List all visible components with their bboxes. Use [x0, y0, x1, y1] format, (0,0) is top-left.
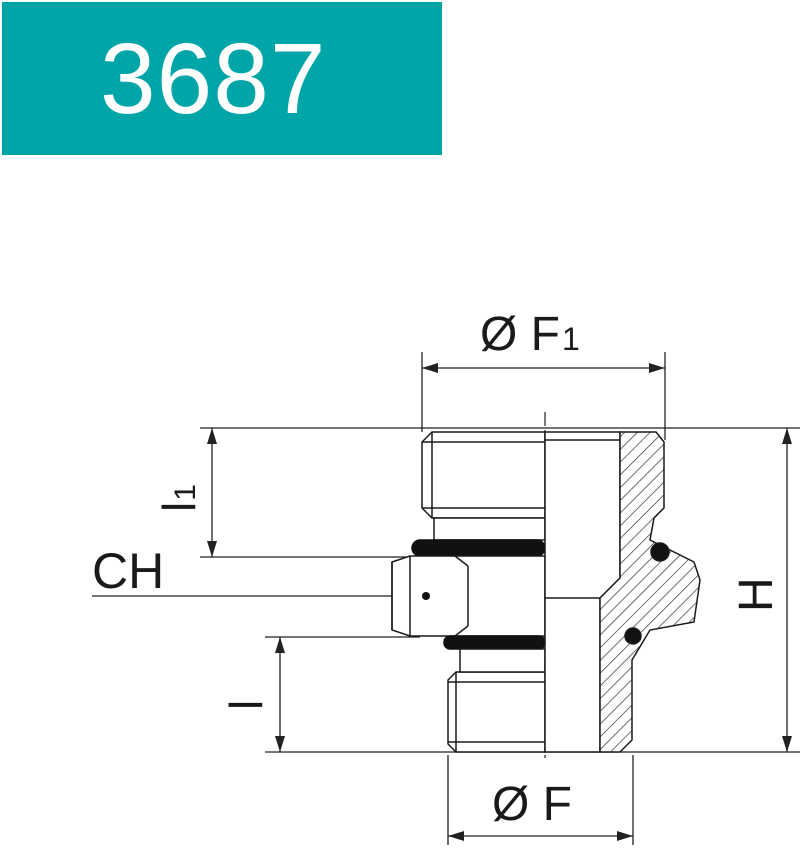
f-label: Ø F [492, 778, 572, 831]
f1-label: Ø F1 [480, 308, 580, 361]
fitting-section [544, 431, 701, 753]
l1-label: l1 [153, 484, 205, 512]
fitting-body [391, 431, 546, 753]
l-label: l [220, 700, 272, 710]
center-dot [422, 592, 430, 600]
f-dimension [447, 755, 634, 845]
ch-label: CH [92, 543, 164, 599]
l1-dimension [200, 428, 420, 558]
h-label: H [730, 577, 783, 612]
product-code-banner: 3687 [2, 2, 442, 155]
f1-dimension [421, 352, 666, 440]
l-dimension [265, 636, 420, 752]
product-code: 3687 [100, 22, 327, 135]
